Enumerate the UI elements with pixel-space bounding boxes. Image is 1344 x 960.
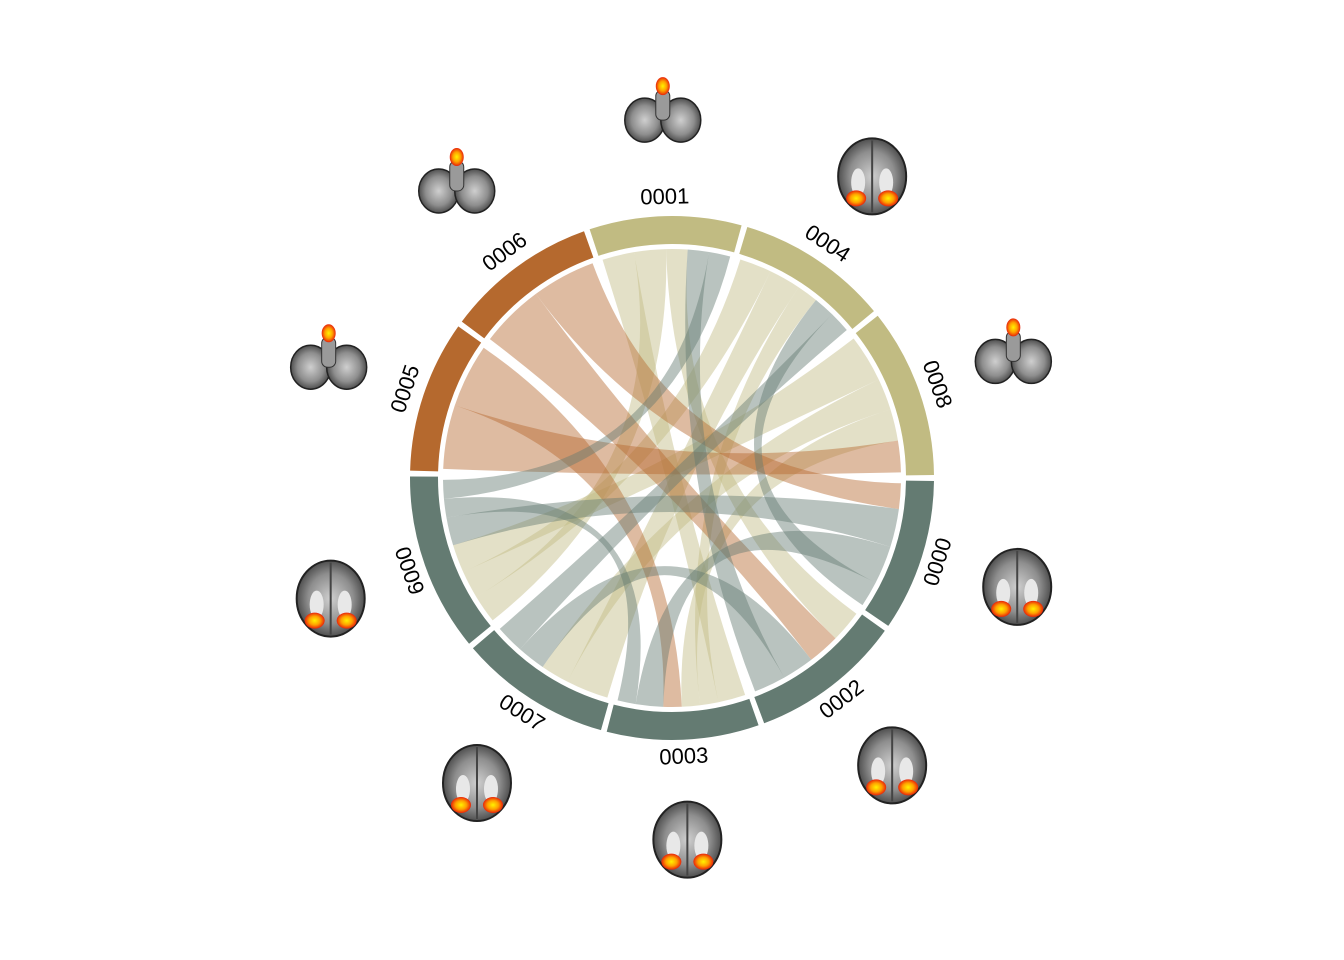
node-arc-0007 <box>472 630 609 731</box>
brainstem-cerebellum-icon <box>417 147 496 214</box>
node-label-0005: 0005 <box>385 362 424 416</box>
chord-ribbon-0001-0002 <box>666 249 857 639</box>
chord-ribbon-0008-0007 <box>542 379 891 682</box>
node-arc-0005 <box>410 326 482 472</box>
chord-ribbon-0007-0004 <box>499 314 847 650</box>
chord-ribbon-0005-0008 <box>443 405 901 475</box>
brain-axial-slice-icon <box>982 547 1053 626</box>
brain-axial-slice-icon <box>857 726 928 805</box>
brain-axial-slice-icon <box>295 559 366 638</box>
chord-ribbons <box>443 249 901 707</box>
brainstem-cerebellum-icon <box>289 324 368 390</box>
chord-ribbon-0000-0004 <box>754 299 876 606</box>
node-arc-0003 <box>606 698 759 740</box>
chord-ribbon-0000-0009 <box>446 495 899 547</box>
chord-ribbon-0002-0001 <box>685 249 785 692</box>
brain-axial-slice-icon <box>441 743 512 822</box>
chord-ribbon-0001-0003 <box>602 252 746 703</box>
chord-ribbon-0008-0003 <box>681 409 898 707</box>
node-arc-0001 <box>589 216 742 256</box>
chord-ribbon-0004-0007 <box>567 271 799 698</box>
chord-ribbon-0004-0009 <box>463 259 771 598</box>
brainstem-cerebellum-icon <box>974 318 1053 385</box>
chord-ribbon-0006-0002 <box>489 293 836 660</box>
node-arc-0008 <box>855 315 934 476</box>
chord-ribbon-0005-0003 <box>454 347 682 707</box>
node-icons <box>289 77 1053 879</box>
node-arc-0004 <box>739 227 874 329</box>
chord-ribbon-0000-0003 <box>635 530 891 707</box>
node-arcs <box>409 216 934 740</box>
brain-axial-slice-icon <box>837 137 908 216</box>
node-label-0008: 0008 <box>918 357 958 411</box>
brainstem-cerebellum-icon <box>624 77 702 143</box>
node-arc-0009 <box>409 476 491 644</box>
node-label-0001: 0001 <box>640 183 690 209</box>
chord-ribbon-0008-0009 <box>453 338 879 572</box>
chord-ribbon-0006-0000 <box>535 263 901 510</box>
node-label-0003: 0003 <box>659 743 709 770</box>
chord-ribbon-0001-0009 <box>476 249 667 621</box>
chord-ribbon-0004-0003 <box>695 287 817 706</box>
chord-ribbon-0009-0001 <box>443 252 731 499</box>
brain-axial-slice-icon <box>652 800 723 879</box>
node-arc-0002 <box>754 614 885 724</box>
chord-ribbon-0002-0007 <box>519 566 812 678</box>
node-arc-0006 <box>461 231 594 339</box>
node-arc-0000 <box>865 480 934 626</box>
